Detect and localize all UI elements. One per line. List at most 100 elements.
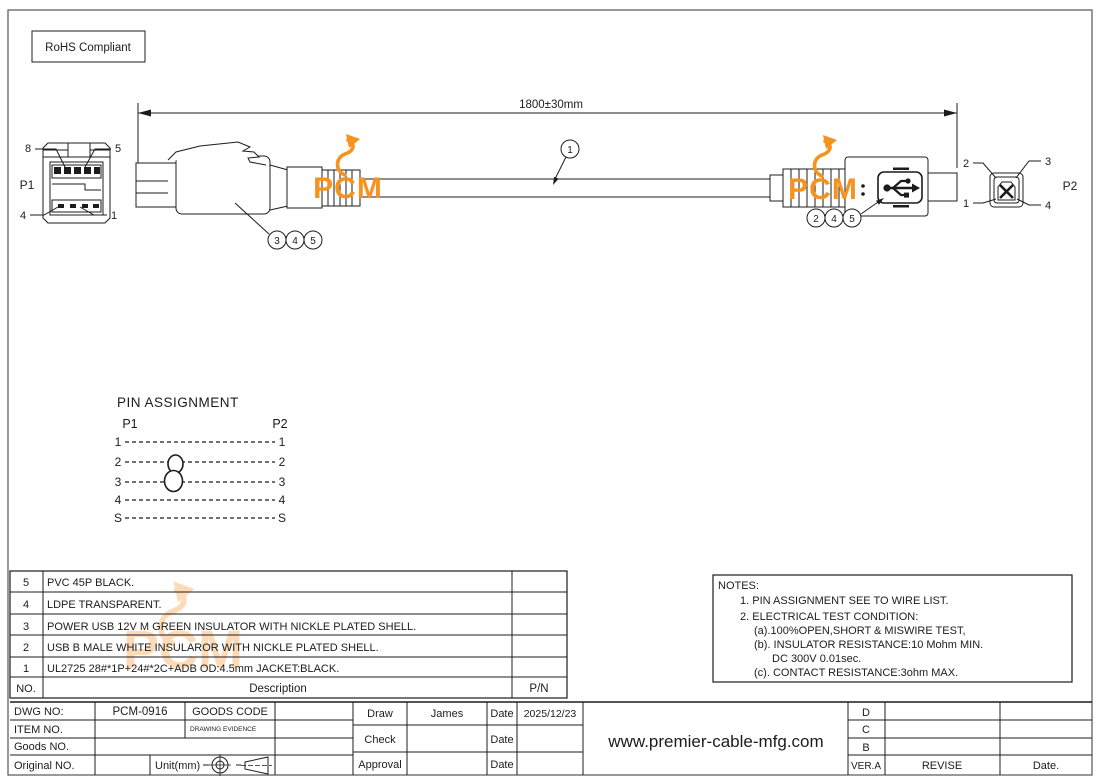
unit-label: Unit(mm) [155, 760, 200, 772]
wire-row-right: S [278, 511, 286, 525]
rev-row-b: B [862, 742, 869, 754]
p2-pin-3-label: 3 [1045, 156, 1051, 168]
draw-date-value: 2025/12/23 [524, 708, 577, 720]
p2-label: P2 [1063, 179, 1078, 193]
notes-line-2b2: DC 300V 0.01sec. [772, 653, 861, 665]
watermark-table: PCM [123, 582, 243, 680]
title-block: DWG NO: PCM-0916 GOODS CODE ITEM NO. DRA… [10, 701, 1092, 776]
wire-row-right: 3 [279, 475, 286, 489]
dimension: 1800±30mm [137, 99, 958, 170]
callout-3-label: 3 [274, 236, 280, 247]
p2-pin-4-label: 4 [1045, 200, 1051, 212]
notes-line-1: 1. PIN ASSIGNMENT SEE TO WIRE LIST. [740, 595, 948, 607]
callout-group-left: 3 4 5 [234, 202, 323, 250]
draw-label: Draw [367, 708, 393, 720]
parts-header-description: Description [249, 683, 307, 695]
callout-4b-label: 4 [831, 214, 837, 225]
part-no: 4 [23, 599, 29, 611]
p2-pin-1-label: 1 [963, 198, 969, 210]
notes-line-2b: (b). INSULATOR RESISTANCE:10 Mohm MIN. [754, 639, 983, 651]
part-no: 1 [23, 663, 29, 675]
pin-assignment-p1: P1 [122, 417, 137, 431]
callout-5b-label: 5 [849, 214, 855, 225]
sheet-border [7, 9, 1093, 776]
p1-pin-8-label: 8 [25, 143, 31, 155]
left-connector-side-view [135, 141, 361, 215]
parts-table: 5 PVC 45P BLACK. 4 LDPE TRANSPARENT. 3 P… [9, 570, 568, 699]
notes-line-2c: (c). CONTACT RESISTANCE:3ohm MAX. [754, 667, 958, 679]
part-desc: POWER USB 12V M GREEN INSULATOR WITH NIC… [47, 621, 416, 633]
p2-pin-2-label: 2 [963, 158, 969, 170]
p1-pin-1-label: 1 [111, 210, 117, 222]
callout-group-right: 2 4 5 [806, 198, 884, 228]
revise-date-label: Date. [1033, 760, 1059, 772]
part-no: 3 [23, 621, 29, 633]
wire-row-right: 1 [279, 435, 286, 449]
part-desc: USB B MALE WHITE INSULAROR WITH NICKLE P… [47, 642, 379, 654]
watermark-text-left: PCM [313, 172, 383, 205]
part-no: 2 [23, 642, 29, 654]
p1-pin-5-label: 5 [115, 143, 121, 155]
pin-assignment-title: PIN ASSIGNMENT [117, 395, 239, 410]
right-connector-side-view [769, 156, 958, 217]
watermark-text-right: PCM [788, 173, 858, 206]
callout-cable: 1 [553, 139, 580, 185]
rohs-badge: RoHS Compliant [31, 30, 146, 63]
watermark-text-table: PCM [123, 620, 243, 680]
twisted-pair-symbol [163, 454, 184, 493]
revise-label: REVISE [922, 760, 962, 772]
wire-row-right: 4 [279, 493, 286, 507]
website-text: www.premier-cable-mfg.com [607, 732, 823, 751]
dwg-no-label: DWG NO: [14, 706, 64, 718]
notes-box: NOTES: 1. PIN ASSIGNMENT SEE TO WIRE LIS… [712, 574, 1073, 683]
dimension-length-label: 1800±30mm [519, 99, 583, 111]
usb-trident-icon [883, 178, 920, 198]
callout-5-label: 5 [310, 236, 316, 247]
parts-header-no: NO. [16, 683, 36, 695]
check-date-label: Date [490, 734, 513, 746]
pin-assignment: PIN ASSIGNMENT P1 P2 1 1 2 2 3 3 4 4 S S [114, 395, 288, 525]
approval-date-label: Date [490, 759, 513, 771]
callout-1-label: 1 [567, 145, 573, 156]
wire-row-right: 2 [279, 455, 286, 469]
parts-header-pn: P/N [529, 683, 548, 695]
goods-no-label: Goods NO. [14, 741, 69, 753]
callout-2-label: 2 [813, 214, 819, 225]
rev-row-c: C [862, 724, 870, 736]
part-desc: PVC 45P BLACK. [47, 577, 134, 589]
p1-face-view: 8 5 4 1 P1 [20, 142, 121, 224]
ver-label: VER.A [851, 761, 881, 772]
approval-label: Approval [358, 759, 401, 771]
p2-face-view: 2 3 1 4 P2 [963, 156, 1078, 212]
original-no-label: Original NO. [14, 760, 75, 772]
part-desc: UL2725 28#*1P+24#*2C+ADB OD:4.5mm JACKET… [47, 663, 339, 675]
p1-label: P1 [20, 178, 35, 192]
notes-title: NOTES: [718, 580, 759, 592]
watermark-left: PCM [313, 132, 383, 205]
p1-pin-4-label: 4 [20, 210, 26, 222]
notes-line-2a: (a).100%OPEN,SHORT & MISWIRE TEST, [754, 625, 966, 637]
wire-row-left: S [114, 511, 122, 525]
wire-row-left: 2 [115, 455, 122, 469]
wire-row-left: 3 [115, 475, 122, 489]
drawing-evidence-label: DRAWING EVIDENCE [190, 726, 257, 733]
callout-4-label: 4 [292, 236, 298, 247]
draw-name: James [431, 708, 464, 720]
projection-symbol-icon [203, 754, 272, 776]
part-no: 5 [23, 577, 29, 589]
notes-line-2: 2. ELECTRICAL TEST CONDITION: [740, 611, 918, 623]
item-no-label: ITEM NO. [14, 724, 63, 736]
cable-line [360, 178, 783, 198]
wire-row-left: 4 [115, 493, 122, 507]
watermark-right: PCM [788, 133, 858, 206]
pin-assignment-p2: P2 [272, 417, 287, 431]
check-label: Check [364, 734, 396, 746]
dwg-no-value: PCM-0916 [113, 706, 168, 718]
goods-code-label: GOODS CODE [192, 706, 268, 718]
rohs-label: RoHS Compliant [45, 42, 131, 54]
wire-row-left: 1 [115, 435, 122, 449]
rev-row-d: D [862, 707, 870, 719]
part-desc: LDPE TRANSPARENT. [47, 599, 162, 611]
